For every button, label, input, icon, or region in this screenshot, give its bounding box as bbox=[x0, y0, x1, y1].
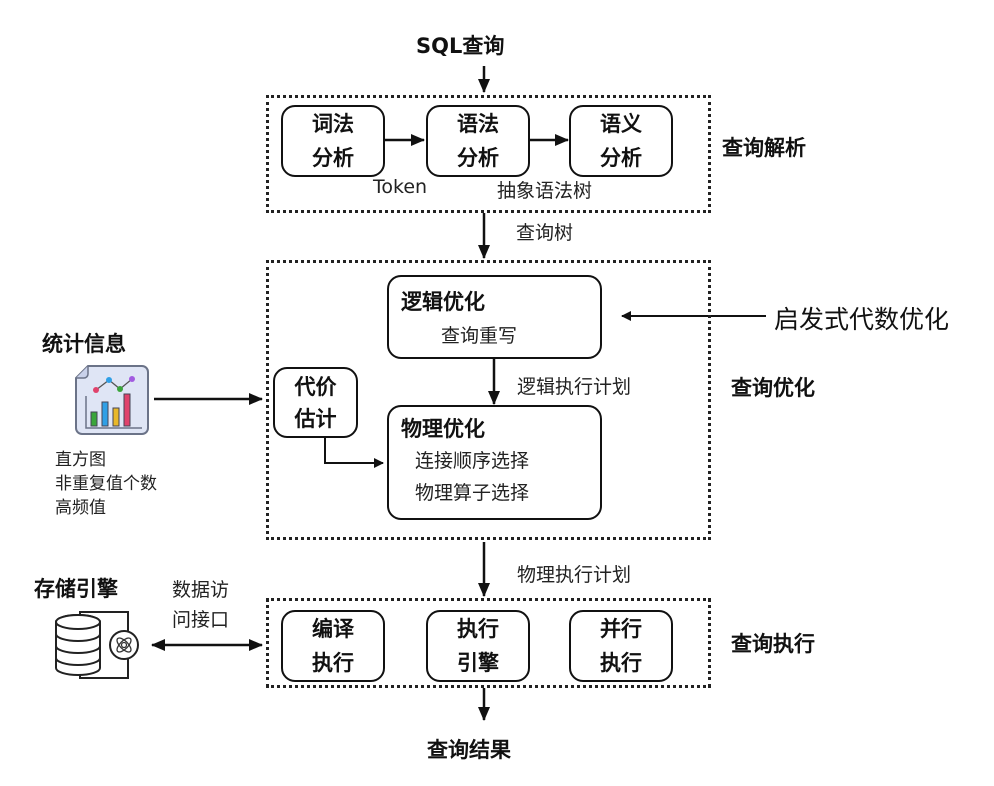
parallel-execution-box: 并行 执行 bbox=[569, 610, 673, 682]
parallel-execution-line1: 并行 bbox=[600, 617, 642, 641]
execution-engine-box: 执行 引擎 bbox=[426, 610, 530, 682]
physical-optimization-box: 物理优化 连接顺序选择 物理算子选择 bbox=[387, 405, 602, 520]
execution-engine-line2: 引擎 bbox=[457, 651, 499, 675]
lexical-analysis-box: 词法 分析 bbox=[281, 105, 385, 177]
lexical-analysis-line2: 分析 bbox=[312, 146, 354, 170]
cost-estimation-line1: 代价 bbox=[294, 374, 337, 399]
logical-plan-label: 逻辑执行计划 bbox=[517, 376, 632, 398]
semantic-analysis-line1: 语义 bbox=[600, 112, 642, 136]
cost-estimation-box: 代价 估计 bbox=[273, 367, 358, 438]
compiled-execution-box: 编译 执行 bbox=[281, 610, 385, 682]
query-tree-label: 查询树 bbox=[516, 222, 574, 244]
data-access-interface-line1: 数据访 bbox=[172, 579, 230, 601]
sql-query-title: SQL查询 bbox=[416, 34, 505, 58]
execute-stage-label: 查询执行 bbox=[731, 632, 815, 656]
arrow-cost-to-physical bbox=[324, 438, 384, 468]
statistics-item-frequent-values: 高频值 bbox=[55, 498, 106, 518]
optimize-stage-container bbox=[266, 260, 711, 540]
cost-estimation-line2: 估计 bbox=[294, 406, 337, 431]
optimize-stage-label: 查询优化 bbox=[731, 376, 815, 400]
parse-stage-container bbox=[266, 95, 711, 213]
ast-label: 抽象语法树 bbox=[497, 180, 593, 202]
storage-engine-title: 存储引擎 bbox=[34, 577, 118, 601]
join-order-selection-item: 连接顺序选择 bbox=[415, 450, 530, 472]
token-label: Token bbox=[373, 176, 428, 198]
statistics-items: 直方图 非重复值个数 高频值 bbox=[55, 448, 157, 520]
semantic-analysis-box: 语义 分析 bbox=[569, 105, 673, 177]
query-rewrite-item: 查询重写 bbox=[441, 325, 518, 347]
syntax-analysis-line1: 语法 bbox=[457, 112, 499, 136]
syntax-analysis-line2: 分析 bbox=[457, 146, 499, 170]
chart-document-icon bbox=[75, 365, 149, 435]
parse-stage-label: 查询解析 bbox=[722, 136, 806, 160]
statistics-item-distinct-count: 非重复值个数 bbox=[55, 474, 157, 494]
compiled-execution-line1: 编译 bbox=[312, 617, 354, 641]
heuristic-optimization-label: 启发式代数优化 bbox=[774, 305, 950, 334]
logical-optimization-title: 逻辑优化 bbox=[401, 290, 485, 314]
query-result-title: 查询结果 bbox=[427, 738, 511, 762]
physical-operator-selection-item: 物理算子选择 bbox=[415, 482, 530, 504]
compiled-execution-line2: 执行 bbox=[312, 651, 354, 675]
physical-plan-label: 物理执行计划 bbox=[517, 564, 632, 586]
data-access-interface-label: 数据访 问接口 bbox=[172, 575, 229, 635]
execution-engine-line1: 执行 bbox=[457, 617, 499, 641]
semantic-analysis-line2: 分析 bbox=[600, 146, 642, 170]
physical-optimization-title: 物理优化 bbox=[401, 417, 485, 441]
logical-optimization-box: 逻辑优化 查询重写 bbox=[387, 275, 602, 359]
execute-stage-container bbox=[266, 598, 711, 688]
database-icon bbox=[55, 611, 139, 679]
data-access-interface-line2: 问接口 bbox=[172, 609, 230, 631]
syntax-analysis-box: 语法 分析 bbox=[426, 105, 530, 177]
statistics-item-histogram: 直方图 bbox=[55, 450, 106, 470]
lexical-analysis-line1: 词法 bbox=[312, 112, 354, 136]
parallel-execution-line2: 执行 bbox=[600, 651, 642, 675]
statistics-title: 统计信息 bbox=[42, 332, 126, 356]
